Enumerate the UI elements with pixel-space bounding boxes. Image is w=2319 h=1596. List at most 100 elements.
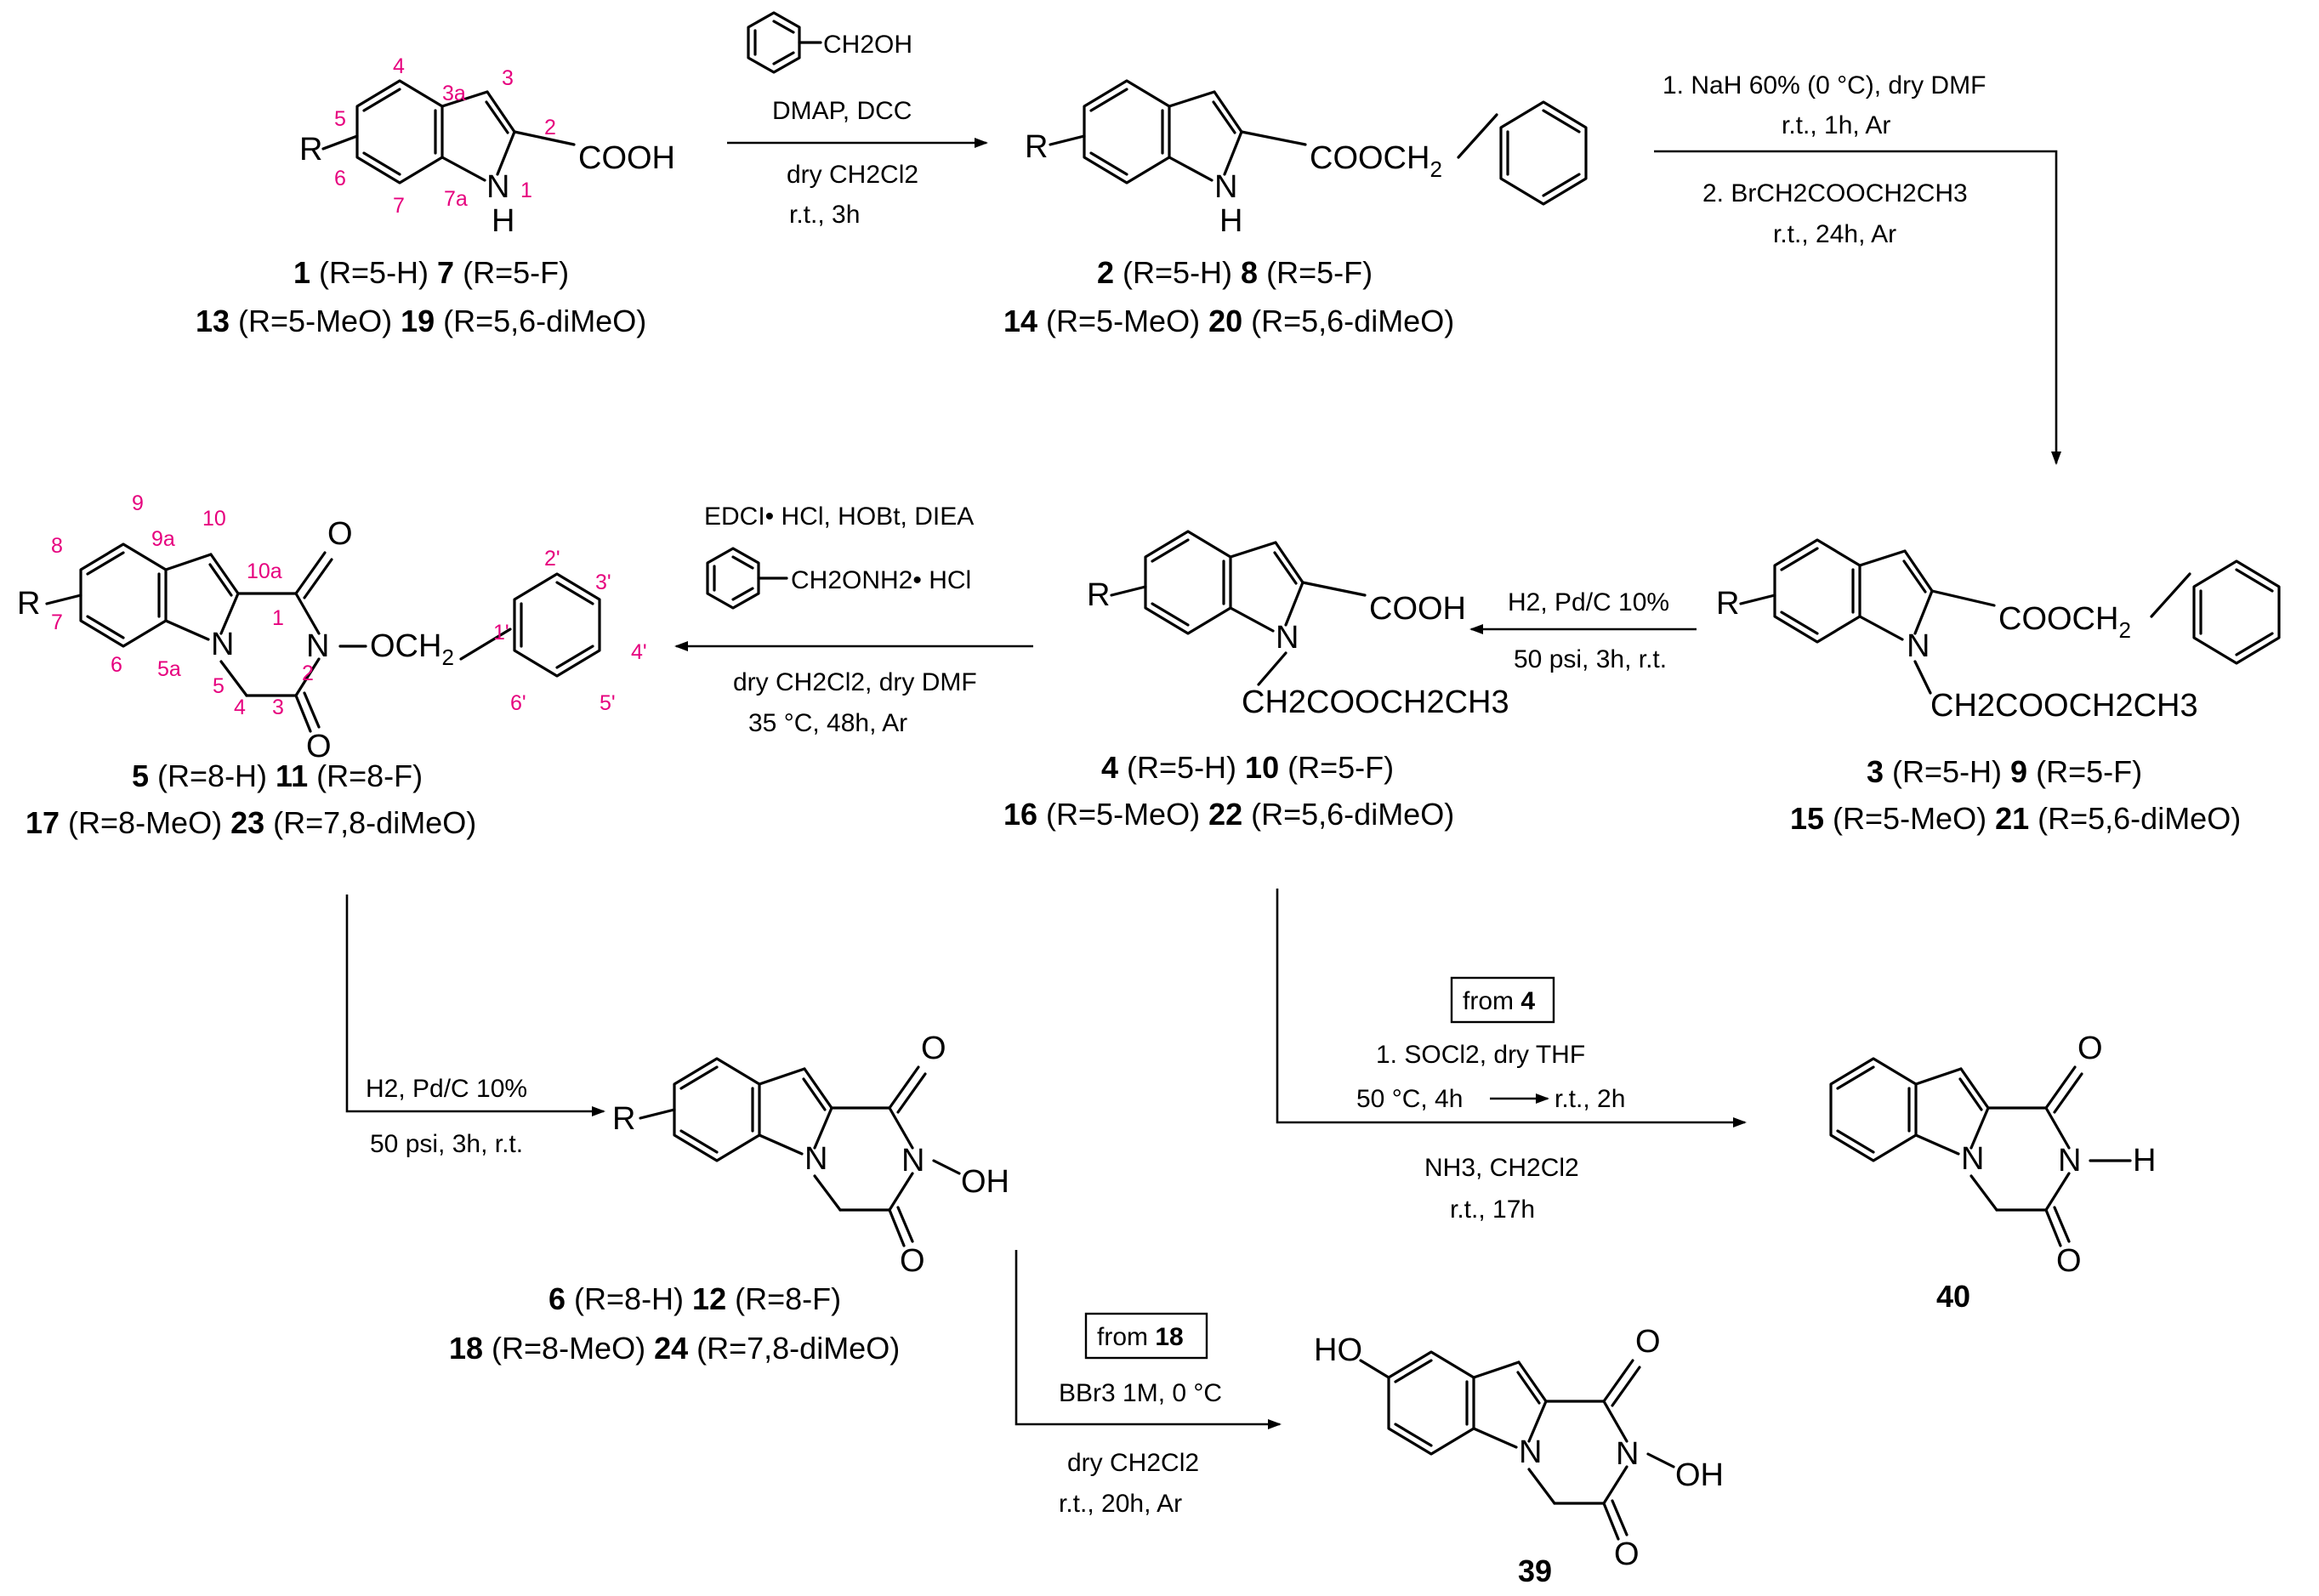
atom-num: 4 — [393, 54, 405, 78]
compound-5-structure: R N O N O OCH2 9 10 9a 10a 8 7 6 5a 5 1 … — [17, 491, 647, 764]
step2-conditions: 1. NaH 60% (0 °C), dry DMF r.t., 1h, Ar … — [1663, 71, 1986, 248]
cooch2-label: COOCH2 — [1998, 601, 2131, 643]
atom-num: 9a — [151, 527, 175, 551]
oh-label: OH — [1675, 1457, 1724, 1493]
compound-4-structure: R N COOH CH2COOCH2CH3 — [1087, 530, 1509, 720]
step7-line1: BBr3 1M, 0 °C — [1059, 1379, 1222, 1407]
n-label: N — [1616, 1436, 1639, 1472]
step4-top: EDCI• HCl, HOBt, DIEA — [704, 503, 974, 531]
step7-conditions: from 18 BBr3 1M, 0 °C dry CH2Cl2 r.t., 2… — [1059, 1312, 1222, 1518]
n-label: N — [306, 628, 329, 664]
compound-3-label-line2: 15 (R=5-MeO) 21 (R=5,6-diMeO) — [1790, 801, 2241, 836]
n-label: N — [1276, 620, 1299, 656]
atom-num: 5 — [334, 107, 346, 131]
nh-n-label: N — [486, 169, 509, 205]
step2-bottom1: 2. BrCH2COOCH2CH3 — [1702, 179, 1968, 207]
atom-num: 1' — [493, 621, 509, 645]
atom-num: 10 — [202, 507, 226, 531]
step3-top: H2, Pd/C 10% — [1508, 588, 1669, 616]
step6-conditions: from 4 1. SOCl2, dry THF 50 °C, 4h r.t.,… — [1356, 976, 1625, 1224]
compound-3-label-line1: 3 (R=5-H) 9 (R=5-F) — [1867, 754, 2142, 789]
compound-4-label-line2: 16 (R=5-MeO) 22 (R=5,6-diMeO) — [1003, 797, 1454, 832]
compound-1-label-line2: 13 (R=5-MeO) 19 (R=5,6-diMeO) — [196, 304, 646, 338]
o-label: O — [2056, 1243, 2082, 1279]
step7-line2: dry CH2Cl2 — [1067, 1449, 1199, 1477]
step6-line2b: r.t., 2h — [1555, 1085, 1625, 1113]
nh-h-label: H — [1219, 203, 1242, 239]
cooh-label: COOH — [578, 140, 675, 176]
arrow-step7 — [1015, 1250, 1282, 1429]
n-label: N — [211, 627, 234, 662]
n-label: N — [1907, 628, 1930, 664]
step7-box: from 18 — [1097, 1323, 1184, 1351]
step1-bottom2: r.t., 3h — [789, 201, 860, 229]
atom-num: 1 — [272, 606, 284, 630]
o-label: O — [1614, 1536, 1640, 1572]
compound-40-label: 40 — [1936, 1279, 1970, 1314]
ho-label: HO — [1314, 1332, 1362, 1368]
step7-line3: r.t., 20h, Ar — [1059, 1490, 1182, 1518]
o-label: O — [327, 516, 353, 552]
n-label: N — [804, 1141, 827, 1177]
atom-num: 7 — [51, 611, 63, 634]
atom-num: 6 — [334, 167, 346, 190]
cooh-label: COOH — [1369, 591, 1466, 627]
step2-top2: r.t., 1h, Ar — [1782, 111, 1890, 139]
step4-bottom2: 35 °C, 48h, Ar — [748, 709, 907, 737]
step1-reagent: CH2OH — [823, 31, 912, 59]
atom-num: 10a — [247, 559, 282, 583]
n-label: N — [1961, 1141, 1984, 1177]
compound-2-label-line2: 14 (R=5-MeO) 20 (R=5,6-diMeO) — [1003, 304, 1454, 338]
atom-num: 3 — [272, 696, 284, 719]
step6-box: from 4 — [1463, 987, 1535, 1015]
oh-label: OH — [961, 1164, 1009, 1200]
step4-bottom1: dry CH2Cl2, dry DMF — [733, 668, 977, 696]
och2-label: OCH2 — [370, 628, 454, 670]
step6-line2a: 50 °C, 4h — [1356, 1085, 1463, 1113]
step1-bottom1: dry CH2Cl2 — [787, 161, 918, 189]
step2-bottom2: r.t., 24h, Ar — [1773, 220, 1896, 248]
o-label: O — [306, 729, 332, 764]
atom-num: 3 — [502, 66, 514, 90]
step1-top: DMAP, DCC — [772, 97, 912, 125]
atom-num: 6 — [111, 653, 122, 677]
nh-h-label: H — [492, 203, 514, 239]
compound-6-structure: R N O N O OH — [612, 1031, 1009, 1279]
r-group-label: R — [17, 586, 40, 622]
r-group-label: R — [299, 132, 322, 168]
step3-conditions: H2, Pd/C 10% 50 psi, 3h, r.t. — [1508, 588, 1669, 673]
atom-num: 2 — [544, 116, 556, 139]
step4-reagent: CH2ONH2• HCl — [791, 566, 971, 594]
atom-num: 1 — [520, 179, 532, 202]
atom-num: 5a — [157, 657, 181, 681]
step2-top1: 1. NaH 60% (0 °C), dry DMF — [1663, 71, 1986, 99]
atom-num: 2' — [544, 547, 560, 571]
r-group-label: R — [1716, 586, 1739, 622]
compound-6-label-line1: 6 (R=8-H) 12 (R=8-F) — [548, 1281, 841, 1316]
step5-top: H2, Pd/C 10% — [366, 1075, 527, 1103]
arrow-step2 — [1654, 150, 2061, 465]
atom-num: 4 — [234, 696, 246, 719]
compound-6-label-line2: 18 (R=8-MeO) 24 (R=7,8-diMeO) — [449, 1331, 900, 1366]
compound-2-structure: R COOCH2 N H — [1025, 79, 1588, 239]
n-label: N — [1519, 1434, 1542, 1470]
h-label: H — [2133, 1143, 2156, 1179]
atom-num: 5' — [600, 691, 616, 715]
step6-line3: NH3, CH2Cl2 — [1424, 1154, 1579, 1182]
compound-2-label-line1: 2 (R=5-H) 8 (R=5-F) — [1097, 255, 1373, 290]
n-label: N — [2058, 1143, 2081, 1179]
atom-num: 7 — [393, 194, 405, 218]
atom-num: 3a — [442, 82, 466, 105]
compound-39-structure: HO N O N O OH — [1314, 1324, 1724, 1572]
r-group-label: R — [1025, 129, 1048, 165]
compound-1-structure: R COOH N H 4 3a 3 2 5 6 7 7a 1 — [299, 54, 675, 239]
from-4-box — [1450, 976, 1555, 1024]
compound-5-label-line2: 17 (R=8-MeO) 23 (R=7,8-diMeO) — [26, 805, 476, 840]
atom-num: 4' — [631, 640, 647, 664]
arrow-step6 — [1276, 889, 1747, 1127]
from-18-box — [1084, 1312, 1208, 1360]
arrow-step5 — [345, 895, 605, 1116]
compound-4-label-line1: 4 (R=5-H) 10 (R=5-F) — [1101, 750, 1394, 785]
step5-bottom: 50 psi, 3h, r.t. — [370, 1130, 523, 1158]
step3-bottom: 50 psi, 3h, r.t. — [1514, 645, 1667, 673]
